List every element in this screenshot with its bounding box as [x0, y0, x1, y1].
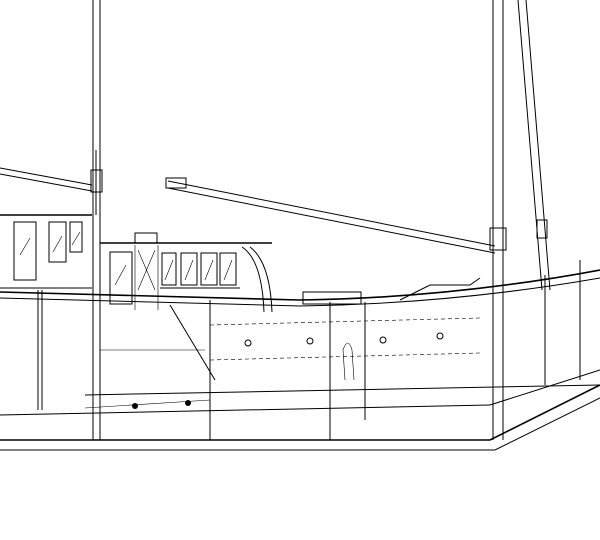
- mizzen-spar: [517, 0, 551, 291]
- interior: [84, 260, 600, 440]
- main-boom: [165, 177, 496, 254]
- hull: [0, 369, 600, 451]
- mainmast: [489, 0, 507, 440]
- deck-line: [0, 269, 600, 307]
- foremast: [90, 0, 103, 440]
- deckhouse: [100, 232, 273, 313]
- fore-boom: [0, 167, 93, 192]
- left-cabin: [0, 214, 92, 410]
